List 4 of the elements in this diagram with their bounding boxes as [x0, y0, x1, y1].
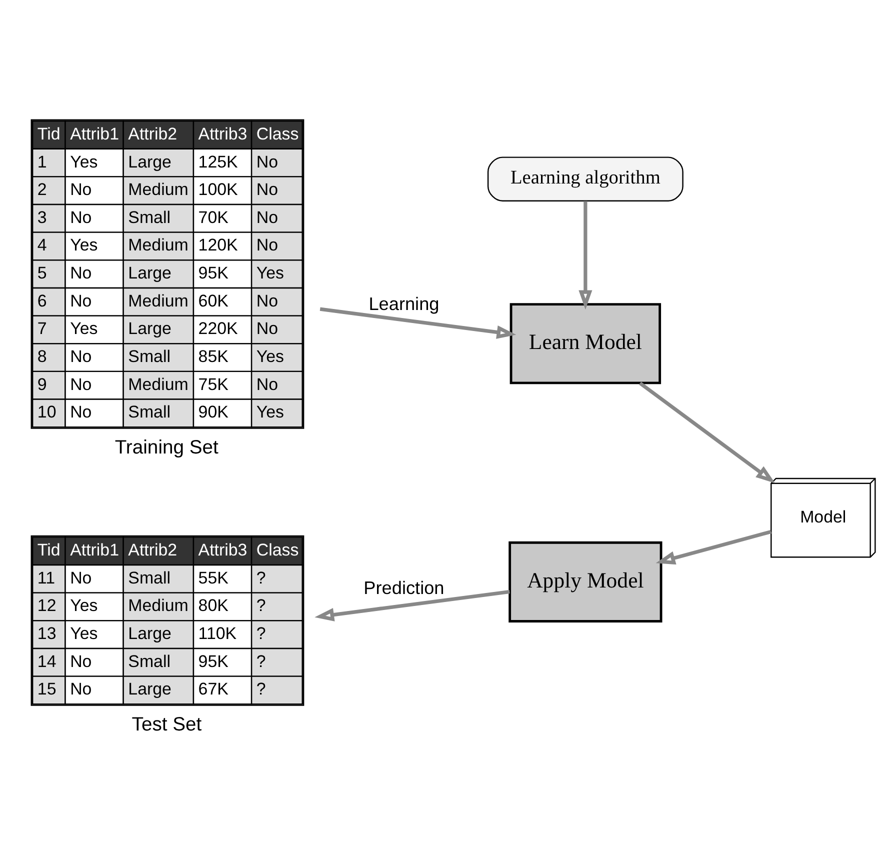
edge-label: Prediction — [363, 578, 444, 598]
node-label: Test Set — [131, 713, 202, 736]
node-label: Training Set — [114, 436, 218, 458]
edge-label: Learning — [368, 294, 439, 314]
